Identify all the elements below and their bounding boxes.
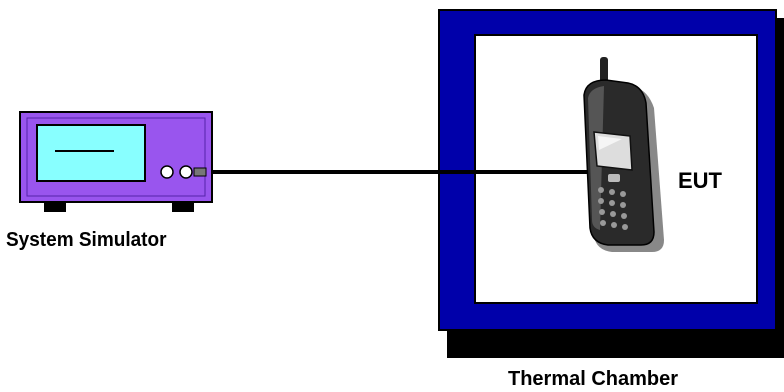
simulator-port-1 (160, 165, 174, 179)
simulator-screen (36, 124, 146, 182)
mobile-phone-icon (583, 57, 664, 252)
simulator-foot-right (172, 202, 194, 212)
phone-keypad (598, 187, 628, 230)
phone-nav-key (608, 174, 620, 182)
test-instrument-icon (19, 111, 213, 212)
simulator-foot-left (44, 202, 66, 212)
simulator-port-2 (179, 165, 193, 179)
phone-screen-glare (598, 136, 622, 150)
eut-label: EUT (678, 168, 722, 193)
thermal-chamber-label: Thermal Chamber (508, 368, 679, 390)
simulator-connector (193, 167, 207, 177)
system-simulator-label: System Simulator (6, 229, 167, 251)
